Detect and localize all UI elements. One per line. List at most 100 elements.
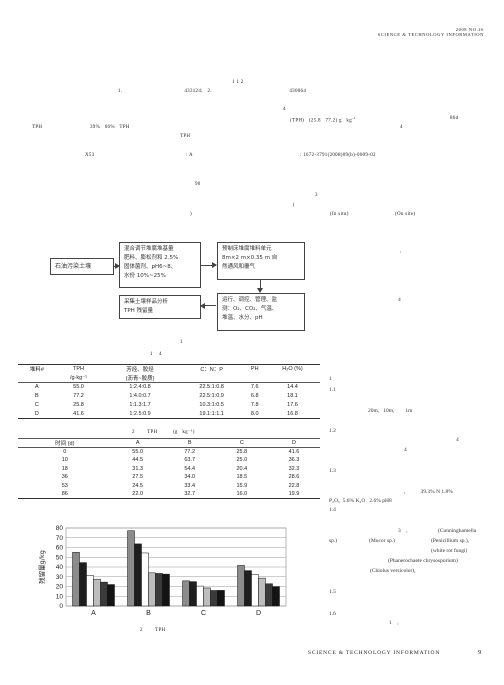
header-issue: 2008 NO.26 bbox=[455, 27, 484, 32]
table2-cell: 0 bbox=[63, 449, 67, 455]
table1-cell: 1:2.5:0.9 bbox=[129, 410, 151, 417]
abstract-tph-range: (TPH) (25.8 77.2) g kg-1 bbox=[290, 116, 356, 124]
table2-caption: 2 TPH (g kg⁻¹) bbox=[132, 430, 195, 435]
table1-row: C 25.8 1:1.3:1.7 10.3:1:0.5 7.8 17.6 bbox=[18, 401, 320, 410]
author-sup-marks: 1 1 2 bbox=[232, 80, 244, 85]
table2-cell: 10 bbox=[61, 457, 68, 464]
fungi-line2b: (Mucor sp.) bbox=[369, 538, 395, 544]
table1-cell: 8.0 bbox=[250, 410, 259, 417]
document-code: : A bbox=[186, 153, 193, 158]
flow-box-monitor-line: 运行、调控、管理、监 bbox=[222, 297, 278, 303]
table2-cell: 18.5 bbox=[236, 474, 248, 481]
intro-onsite: (On site) bbox=[395, 212, 416, 217]
right-frag-comma: , bbox=[400, 248, 402, 254]
frag-4b: 4 bbox=[404, 447, 407, 453]
table1-subheader bbox=[244, 374, 265, 383]
section-1-3: 1.3 bbox=[329, 468, 336, 474]
bar bbox=[217, 590, 225, 607]
table2-cell: 20.4 bbox=[236, 465, 248, 472]
table2-row: 0 55.0 77.2 25.8 41.6 bbox=[18, 448, 320, 457]
table2-cell: 19.9 bbox=[288, 491, 300, 497]
flow-box-mixing-line: 水份 10%~25% bbox=[124, 273, 166, 279]
table1-cell: 6.8 bbox=[250, 393, 259, 399]
flow-box-mixing-line: 固体菌剂、pH6~8、 bbox=[124, 264, 177, 270]
bar bbox=[155, 573, 163, 607]
figure2-caption: 2 TPH bbox=[140, 628, 166, 633]
x-category-label: A bbox=[91, 610, 96, 617]
flow-box-monitor-line: 堆温、水分、pH bbox=[222, 315, 263, 321]
table2-row: 10 44.5 63.7 25.0 36.3 bbox=[18, 456, 320, 465]
table1-subheader: (沥青~胶质) bbox=[125, 375, 155, 382]
table2-cell: 53 bbox=[61, 482, 68, 489]
x-category-label: C bbox=[201, 610, 206, 617]
fungi-line1: (Cunninghamella bbox=[438, 528, 477, 534]
table1-cell: 1:4.0:0.7 bbox=[129, 393, 151, 399]
bar bbox=[272, 586, 280, 607]
table2-cell: 18 bbox=[61, 465, 68, 472]
abstract-frag-4: 4 bbox=[283, 107, 286, 112]
table1-cell: 55.0 bbox=[73, 384, 84, 391]
classification-number: X53 bbox=[85, 153, 95, 158]
y-tick-label: 70 bbox=[56, 535, 64, 542]
bar bbox=[93, 578, 101, 607]
table2-cell: 16.0 bbox=[236, 491, 248, 497]
table1-row: A 55.0 1:2.4:0.8 22.5:1:0.8 7.6 14.4 bbox=[18, 382, 320, 392]
table1-row: B 77.2 1:4.0:0.7 22.5:1:0.9 6.8 18.1 bbox=[18, 392, 320, 401]
intro-frag-paren: ( bbox=[293, 203, 295, 208]
table2-cell: 86 bbox=[61, 491, 68, 497]
table1-cell: C bbox=[34, 402, 39, 408]
table1-cell: 18.1 bbox=[287, 393, 298, 399]
table1-header: H₂O (%) bbox=[282, 366, 303, 373]
figure1-caption: 1 bbox=[180, 340, 183, 345]
table1-subheader bbox=[265, 374, 320, 383]
y-axis-label: 残留量g/kg bbox=[37, 550, 46, 584]
fungi-line5: (Chiolus versicolor), bbox=[370, 568, 416, 574]
flow-box-monitor: 运行、调控、管理、监 测：O₂、CO₂、气温、 堆温、水分、pH bbox=[217, 293, 305, 331]
table1-cell: 25.8 bbox=[73, 402, 84, 408]
flow-arrow-1 bbox=[201, 262, 217, 268]
table1-cell: 77.2 bbox=[73, 393, 84, 399]
table2-cell: 36 bbox=[61, 474, 68, 481]
table1-cell: 7.6 bbox=[250, 384, 259, 391]
table2-cell: 24.5 bbox=[132, 482, 144, 489]
bar bbox=[127, 530, 135, 607]
flow-box-sampling: 采集土壤样品分析 TPH 残留量 bbox=[119, 295, 201, 319]
bar bbox=[79, 562, 87, 607]
bar bbox=[107, 584, 115, 607]
footer-journal: SCIENCE & TECHNOLOGY INFORMATION bbox=[308, 650, 441, 656]
table1-cell: 7.8 bbox=[250, 402, 259, 408]
table2-cell: 63.7 bbox=[184, 457, 196, 464]
frag-3: 3 , bbox=[398, 528, 408, 534]
table1-header: TPH bbox=[73, 366, 84, 373]
bar bbox=[258, 577, 266, 607]
abstract-tph-label: TPH bbox=[32, 125, 43, 130]
bar bbox=[72, 552, 80, 607]
table2-cell: 44.5 bbox=[132, 457, 144, 464]
table2-row: 53 24.5 33.4 15.9 22.8 bbox=[18, 482, 320, 491]
bar bbox=[100, 581, 108, 607]
fungi-line2a: sp.) bbox=[329, 538, 338, 544]
section-1-5: 1.5 bbox=[329, 589, 336, 595]
table1-header: PH bbox=[250, 366, 259, 373]
table1-cell: D bbox=[34, 410, 39, 417]
flow-box-bed-line: 8m×2 m×0.35 m 自 bbox=[222, 255, 278, 261]
bar bbox=[182, 580, 190, 607]
y-tick-label: 40 bbox=[56, 564, 64, 571]
right-frag-4: 4 bbox=[398, 297, 401, 303]
table2-cell: 41.6 bbox=[288, 449, 300, 455]
table1-cell: 1:1.3:1.7 bbox=[129, 402, 151, 408]
bar bbox=[244, 570, 252, 607]
intro-frag-3: 3 bbox=[315, 193, 318, 198]
flow-box-sampling-line: TPH 残留量 bbox=[124, 308, 154, 314]
page-number: 9 bbox=[478, 649, 482, 656]
table1-cell: 1:2.4:0.8 bbox=[129, 384, 151, 391]
bar bbox=[203, 587, 211, 607]
flow-box-mixing-line: 混合调节堆腐堆基量 bbox=[124, 246, 174, 252]
table1-cell: 22.5:1:0.8 bbox=[199, 384, 224, 391]
nutrients-line1: , 39.3% N 1.8% bbox=[404, 489, 453, 495]
y-tick-label: 10 bbox=[56, 593, 64, 600]
table2-cell: 25.0 bbox=[236, 457, 248, 464]
table2-cell: 31.3 bbox=[132, 465, 144, 472]
flow-box-sampling-line: 采集土壤样品分析 bbox=[124, 299, 169, 305]
